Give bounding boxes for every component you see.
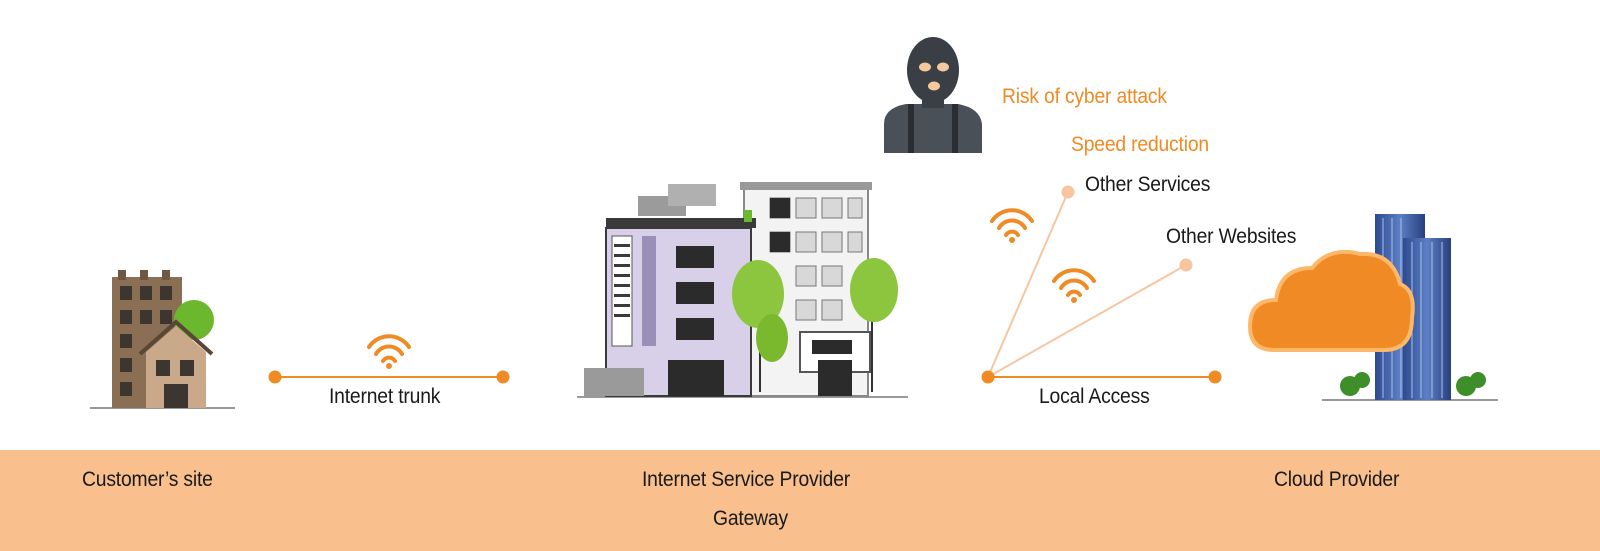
customer-site-label: Customer’s site	[82, 468, 213, 491]
cloud-icon	[1247, 249, 1415, 352]
footer-band: Customer’s site Internet Service Provide…	[0, 450, 1600, 551]
gateway-label: Gateway	[713, 507, 788, 530]
diagram-canvas	[90, 37, 1498, 409]
hacker-icon	[884, 37, 982, 153]
wifi-icon	[1052, 268, 1096, 303]
customer-building-icon	[90, 270, 235, 409]
isp-building-icon	[577, 182, 908, 398]
isp-label: Internet Service Provider	[642, 468, 851, 491]
wifi-icon	[367, 334, 411, 369]
other-websites-label: Other Websites	[1166, 225, 1297, 248]
wifi-icon	[990, 208, 1034, 243]
local-access-label: Local Access	[1039, 385, 1150, 408]
risk-label: Risk of cyber attack	[1002, 85, 1167, 108]
internet-trunk-label: Internet trunk	[329, 385, 441, 408]
internet-trunk-link	[268, 370, 510, 384]
tree-icon	[850, 258, 898, 322]
other-services-label: Other Services	[1085, 173, 1211, 196]
local-access-link	[981, 185, 1222, 384]
speed-label: Speed reduction	[1071, 133, 1209, 156]
cloud-provider-label: Cloud Provider	[1274, 468, 1400, 491]
